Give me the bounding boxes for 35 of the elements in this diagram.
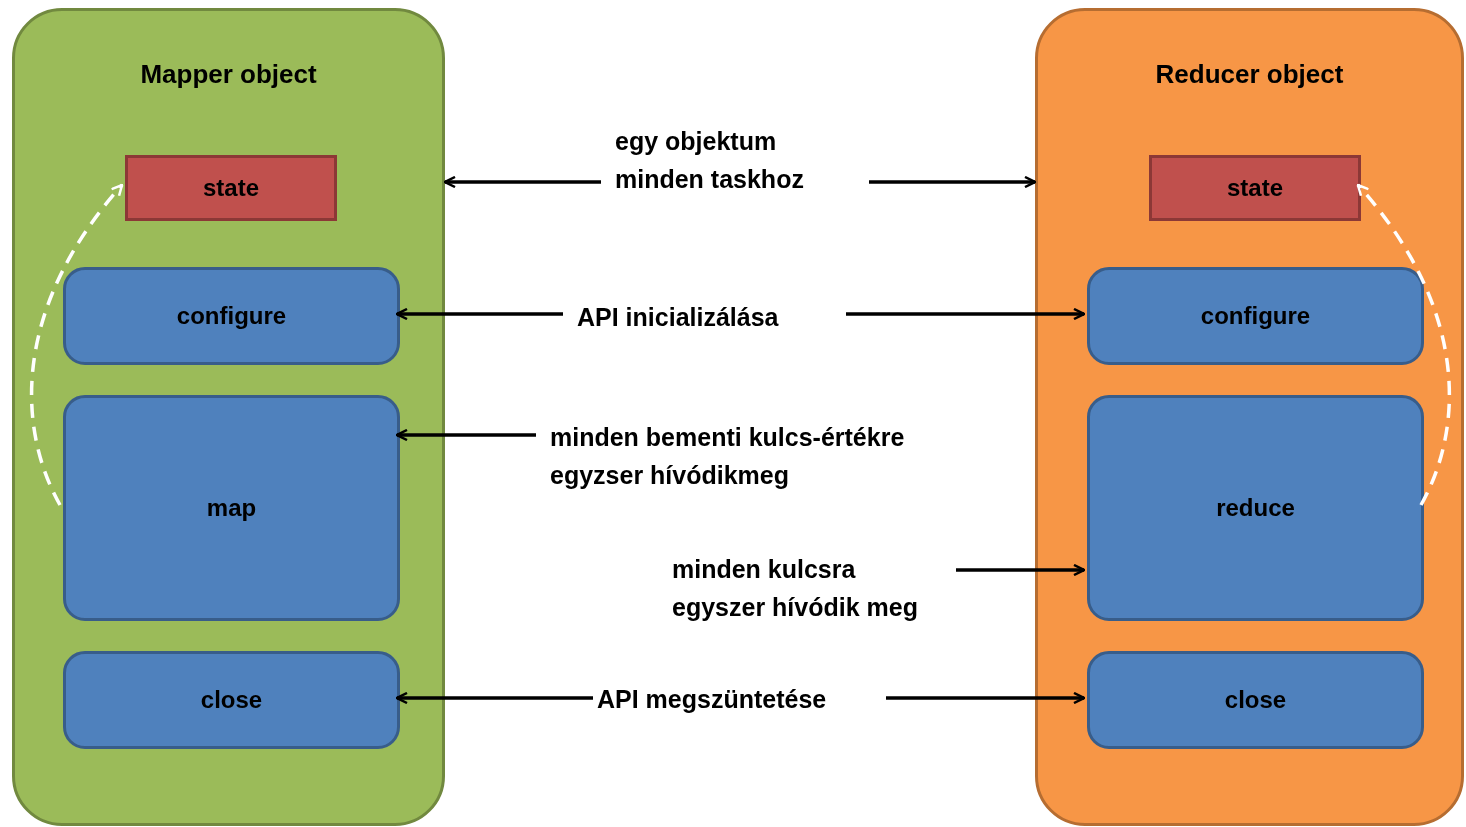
state-box bbox=[1149, 155, 1361, 221]
arrow bbox=[869, 175, 1037, 189]
arrow bbox=[395, 428, 536, 442]
annotation-text: minden kulcsra egyszer hívódik meg bbox=[672, 550, 942, 628]
state-box bbox=[125, 155, 337, 221]
dashed-arrow bbox=[1356, 183, 1451, 506]
panel-title: Reducer object bbox=[1154, 58, 1345, 91]
panel-title: Mapper object bbox=[139, 58, 318, 91]
box-label: close bbox=[200, 685, 263, 715]
annotation-text: egy objektum minden taskhoz bbox=[615, 122, 855, 200]
method-box bbox=[63, 395, 400, 621]
dashed-arrow bbox=[29, 183, 124, 506]
method-box bbox=[1087, 267, 1424, 365]
box-label: state bbox=[1227, 173, 1283, 203]
annotation-text: minden bementi kulcs-értékre egyzser hívódikmeg bbox=[550, 418, 970, 496]
arrow bbox=[395, 307, 563, 321]
arrow bbox=[886, 691, 1086, 705]
box-label: reduce bbox=[1216, 493, 1295, 523]
box-label: configure bbox=[176, 301, 287, 331]
box-label: configure bbox=[1200, 301, 1311, 331]
arrow bbox=[395, 691, 593, 705]
method-box bbox=[1087, 651, 1424, 749]
method-box bbox=[1087, 395, 1424, 621]
method-box bbox=[63, 651, 400, 749]
annotation-text: API megszüntetése bbox=[597, 680, 882, 718]
annotation-text: API inicializálása bbox=[577, 298, 832, 338]
object-panel bbox=[1035, 8, 1464, 826]
box-label: state bbox=[203, 173, 259, 203]
arrow bbox=[956, 563, 1086, 577]
arrow bbox=[846, 307, 1086, 321]
box-label: map bbox=[206, 493, 257, 523]
object-panel bbox=[12, 8, 445, 826]
arrow bbox=[443, 175, 601, 189]
box-label: close bbox=[1224, 685, 1287, 715]
method-box bbox=[63, 267, 400, 365]
